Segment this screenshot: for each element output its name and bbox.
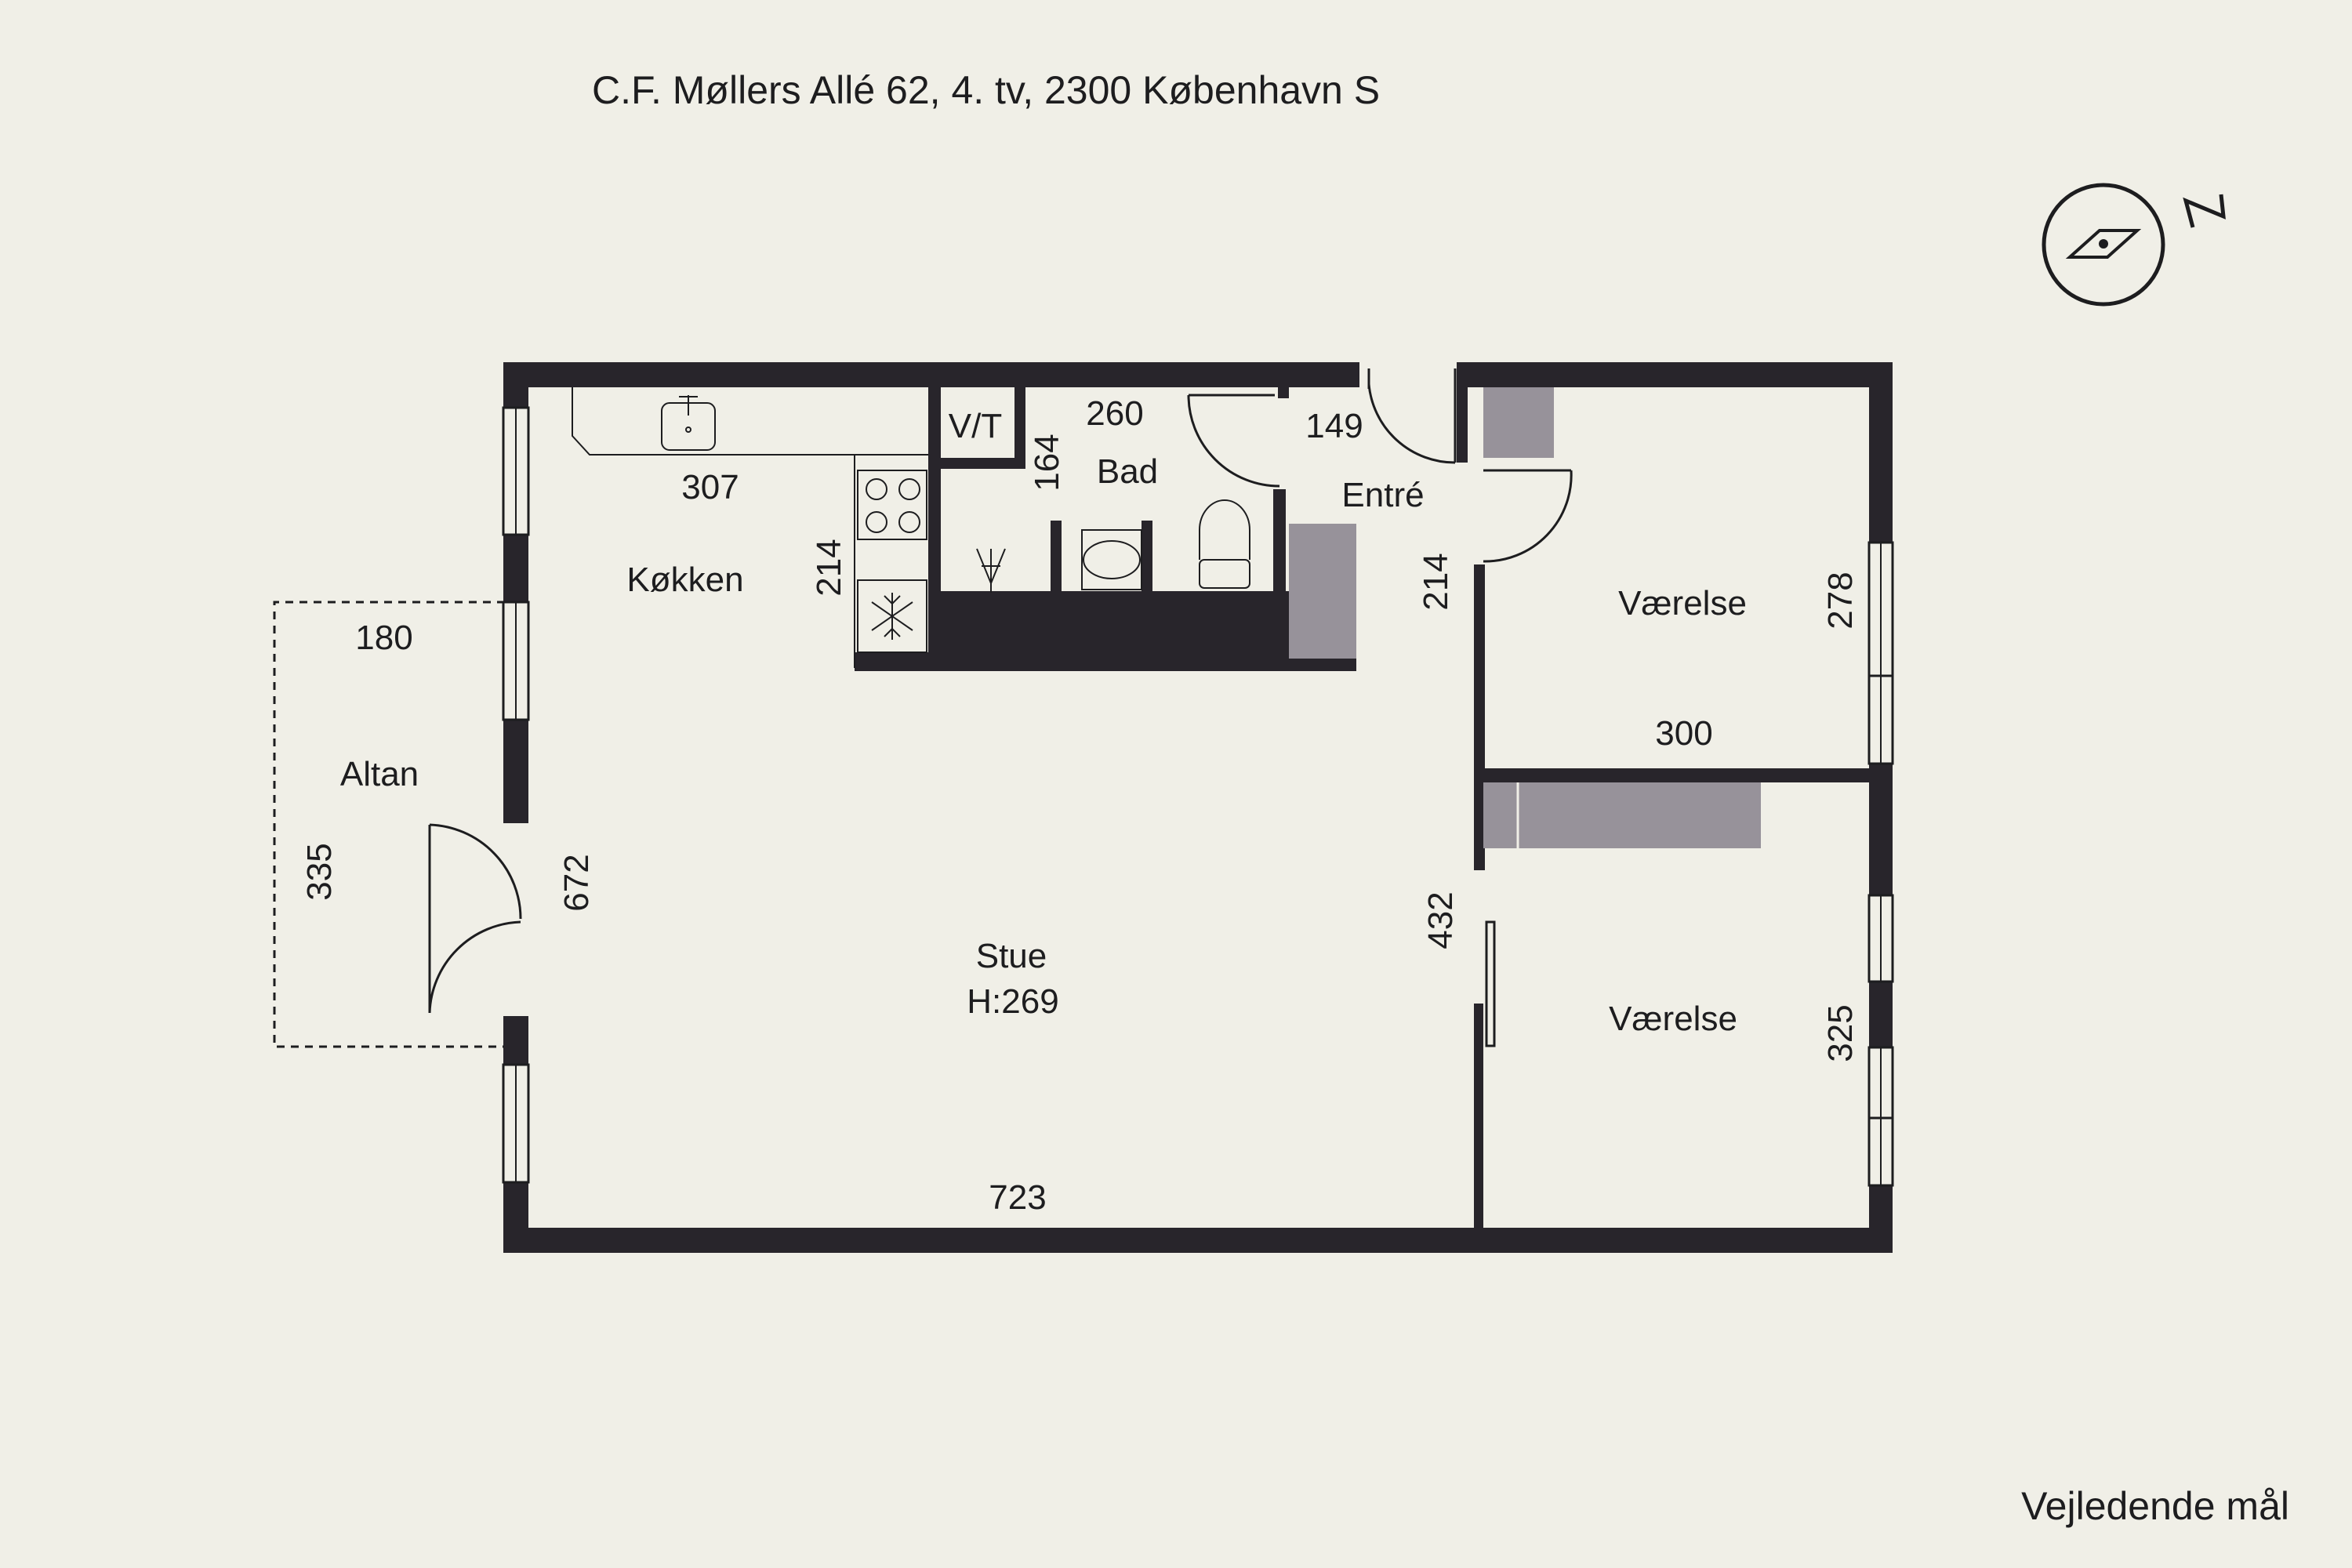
room-label-living: Stue <box>976 937 1047 975</box>
stove-icon <box>857 470 927 540</box>
dim-balcony-depth: 335 <box>300 843 339 900</box>
room-label-vt: V/T <box>949 407 1002 445</box>
entry-closet <box>1289 524 1356 659</box>
dim-balcony-width: 180 <box>355 619 412 657</box>
north-arrow-icon <box>2183 194 2226 228</box>
doors <box>1187 368 1573 1047</box>
balcony-door-opening <box>503 823 528 1016</box>
fridge-icon <box>857 579 927 653</box>
washbasin-icon <box>1081 529 1142 590</box>
room-label-entry: Entré <box>1341 476 1424 514</box>
dim-hall-depth: 432 <box>1421 891 1460 949</box>
kitchen-counter <box>572 387 928 668</box>
address-title: C.F. Møllers Allé 62, 4. tv, 2300 Københ… <box>592 68 1380 112</box>
dim-entry-depth: 214 <box>1417 553 1455 610</box>
shower-drain-icon <box>976 548 1006 593</box>
living-ceiling-height: H:269 <box>967 982 1058 1021</box>
dim-living-depth: 672 <box>557 854 596 911</box>
guide-measure-note: Vejledende mål <box>2021 1484 2289 1528</box>
balcony-double-door <box>428 823 522 1014</box>
room-label-balcony: Altan <box>340 755 419 793</box>
dim-bath-width: 260 <box>1086 394 1143 433</box>
dim-kitchen-depth: 214 <box>810 539 848 596</box>
room-label-bath: Bad <box>1097 452 1158 491</box>
closets <box>1289 387 1761 848</box>
dim-kitchen-width: 307 <box>681 468 739 506</box>
room-label-bedroom-1: Værelse <box>1618 584 1747 622</box>
dim-room1-width: 300 <box>1655 714 1712 753</box>
dim-room1-height: 278 <box>1821 572 1860 629</box>
compass-icon <box>2042 183 2226 307</box>
dim-entry-width: 149 <box>1305 407 1363 445</box>
balcony-outline <box>273 601 505 1048</box>
dim-living-width: 723 <box>989 1178 1046 1217</box>
dim-room2-height: 325 <box>1821 1004 1860 1062</box>
room1-closet <box>1483 387 1554 458</box>
room2-closet <box>1483 782 1761 848</box>
room-label-kitchen: Køkken <box>626 561 743 599</box>
dim-bath-depth: 164 <box>1028 434 1066 491</box>
toilet-icon <box>1199 499 1250 589</box>
room-label-bedroom-2: Værelse <box>1609 1000 1737 1038</box>
sink-icon <box>661 395 716 451</box>
